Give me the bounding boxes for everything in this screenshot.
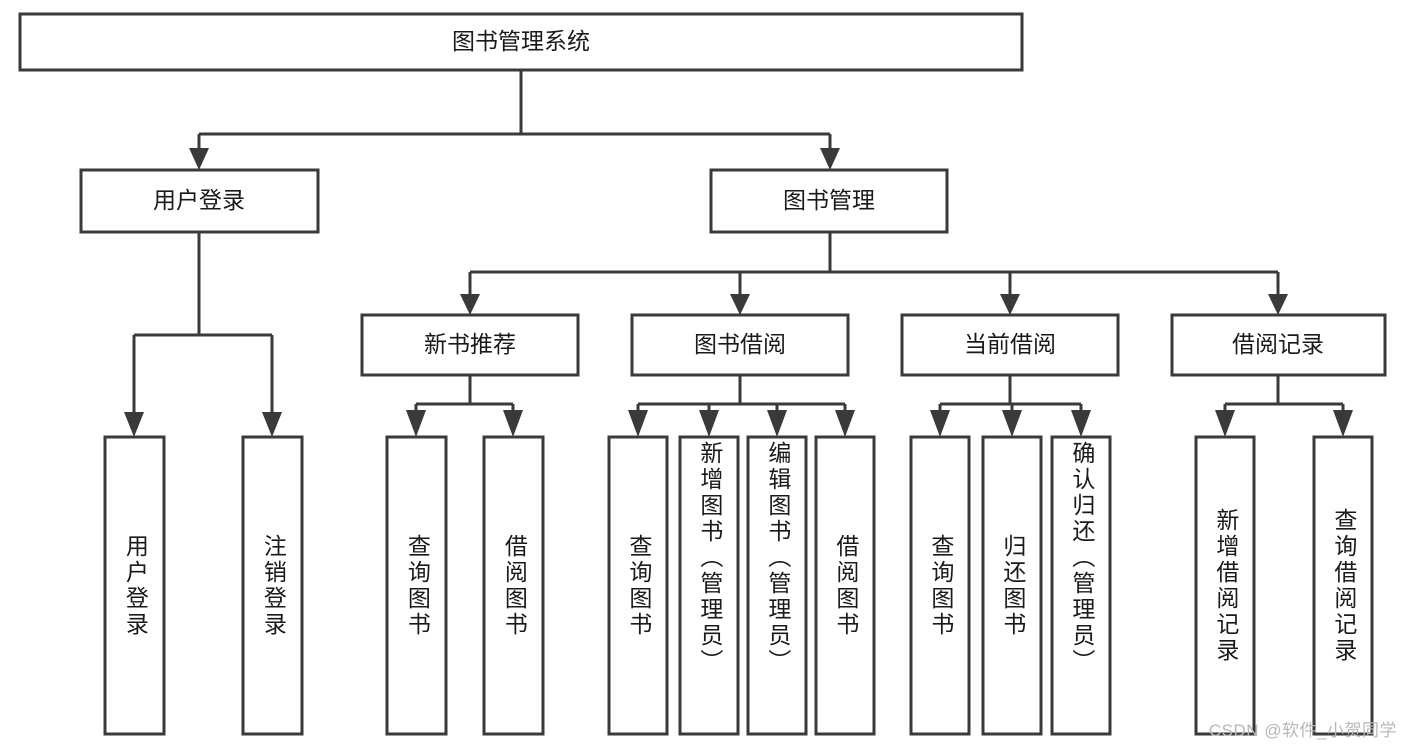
arrowhead-leaf-user-login	[124, 412, 144, 437]
arrowhead-leaf-query-book-3	[930, 410, 950, 437]
node-leaf-add-borrow-record-box[interactable]	[1194, 435, 1256, 736]
arrowhead-leaf-borrow-book-1	[503, 410, 523, 437]
node-leaf-confirm-return-box[interactable]	[1050, 435, 1112, 736]
node-borrow-record[interactable]: 借阅记录	[1170, 313, 1387, 377]
node-root-label: 图书管理系统	[452, 28, 590, 54]
leaf-boxes	[103, 435, 1374, 736]
node-leaf-logout-box[interactable]	[241, 435, 304, 736]
node-new-book-recommend-label: 新书推荐	[424, 331, 516, 357]
node-current-borrow[interactable]: 当前借阅	[900, 313, 1120, 377]
arrowhead-leaf-add-borrow-record	[1215, 410, 1235, 437]
node-leaf-query-book-1-box[interactable]	[385, 435, 448, 736]
arrowhead-leaf-add-book	[699, 410, 719, 437]
node-borrow-record-label: 借阅记录	[1232, 331, 1324, 357]
node-leaf-query-book-3-box[interactable]	[909, 435, 971, 736]
arrowhead-user-login	[189, 148, 209, 170]
arrowhead-leaf-confirm-return	[1071, 410, 1091, 437]
node-current-borrow-box[interactable]	[900, 313, 1120, 377]
node-book-borrow[interactable]: 图书借阅	[630, 313, 850, 377]
connector-group-current-borrow-children	[930, 375, 1091, 437]
arrowhead-leaf-query-borrow-record	[1333, 410, 1353, 437]
arrowhead-leaf-borrow-book-2	[835, 410, 855, 437]
node-book-management[interactable]: 图书管理	[709, 168, 949, 234]
arrowhead-leaf-query-book-1	[406, 410, 426, 437]
arrowhead-leaf-query-book-2	[628, 410, 648, 437]
arrowhead-new-book-recommend	[460, 294, 480, 315]
arrowhead-book-management	[820, 148, 840, 170]
node-borrow-record-box[interactable]	[1170, 313, 1387, 377]
node-new-book-recommend[interactable]: 新书推荐	[360, 313, 580, 377]
node-leaf-query-borrow-record-box[interactable]	[1312, 435, 1374, 736]
node-root-box[interactable]	[18, 12, 1024, 72]
csdn-watermark: CSDN @软件_小贺同学	[1208, 721, 1397, 740]
node-leaf-borrow-book-2-box[interactable]	[814, 435, 876, 736]
node-root[interactable]: 图书管理系统	[18, 12, 1024, 72]
node-book-management-box[interactable]	[709, 168, 949, 234]
node-current-borrow-label: 当前借阅	[964, 331, 1056, 357]
arrowhead-current-borrow	[1000, 294, 1020, 315]
arrowhead-book-borrow	[730, 294, 750, 315]
node-leaf-borrow-book-1-box[interactable]	[482, 435, 545, 736]
connector-group-new-book-recommend-children	[406, 375, 523, 437]
node-leaf-user-login-box[interactable]	[103, 435, 166, 736]
node-leaf-query-book-2-box[interactable]	[607, 435, 669, 736]
connector-group-borrow-record-children	[1215, 375, 1353, 437]
node-new-book-recommend-box[interactable]	[360, 313, 580, 377]
node-book-borrow-label: 图书借阅	[694, 331, 786, 357]
connector-group-root	[189, 70, 840, 170]
node-book-borrow-box[interactable]	[630, 313, 850, 377]
connector-group-book-management	[460, 232, 1288, 315]
arrowhead-leaf-logout	[262, 412, 282, 437]
node-book-management-label: 图书管理	[783, 187, 875, 213]
arrowhead-borrow-record	[1268, 294, 1288, 315]
connector-group-book-borrow-children	[628, 375, 855, 437]
arrowhead-leaf-return-book	[1002, 410, 1022, 437]
node-leaf-return-book-box[interactable]	[981, 435, 1043, 736]
node-leaf-add-book-box[interactable]	[678, 435, 740, 736]
connector-group-user-login-children	[124, 232, 282, 437]
node-user-login[interactable]: 用户登录	[79, 168, 320, 234]
node-user-login-box[interactable]	[79, 168, 320, 234]
arrowhead-leaf-edit-book	[767, 410, 787, 437]
node-leaf-edit-book-box[interactable]	[746, 435, 808, 736]
node-user-login-label: 用户登录	[153, 187, 245, 213]
